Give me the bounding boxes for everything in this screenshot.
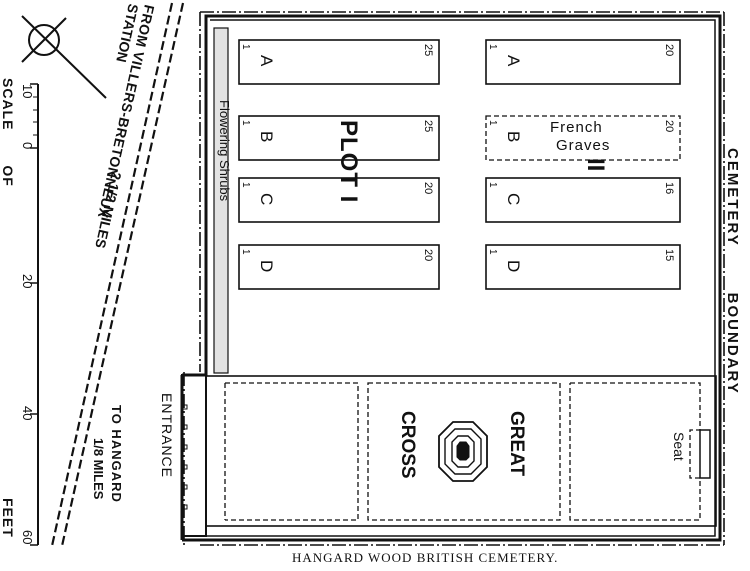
- scale-label: SCALE OF: [0, 78, 16, 187]
- plot-2-row-end: 16: [663, 182, 675, 194]
- plot-1-row-box: [238, 244, 440, 290]
- scale-bar: [30, 83, 39, 546]
- plot-2-row-a: A1 20: [485, 39, 681, 85]
- plot-2-row-box: [485, 244, 681, 290]
- plot-1-label: PLOT I: [335, 120, 362, 203]
- plot-1-row-c: C1 20: [238, 177, 440, 223]
- plot-1-row-start: 1: [240, 249, 251, 255]
- plot-2-row-letter: D: [504, 260, 523, 272]
- plot-1-row-box: [238, 39, 440, 85]
- scale-feet-label: FEET: [0, 498, 16, 538]
- scale-tick-40: 40: [20, 406, 35, 420]
- great-cross-label-1: GREAT: [506, 411, 527, 476]
- french-graves-label-1: French: [550, 119, 603, 136]
- plot-1-row-a: A1 25: [238, 39, 440, 85]
- plot-1-row-letter: D: [257, 260, 276, 272]
- north-arrow: [21, 15, 107, 99]
- plot-2-row-box: [485, 177, 681, 223]
- lawns: [224, 382, 701, 521]
- plot-1-row-b: B1 25: [238, 115, 440, 161]
- plot-2-row-d: D1 15: [485, 244, 681, 290]
- seat-label: Seat: [671, 432, 687, 461]
- plot-2-row-box: [485, 39, 681, 85]
- flowering-shrubs-label: Flowering Shrubs: [217, 100, 232, 202]
- scale-tick-0: 0: [20, 142, 35, 149]
- plot-1-row-box: [238, 177, 440, 223]
- plot-2-row-start: 1: [487, 249, 498, 255]
- seat: [699, 429, 711, 479]
- plot-1-row-letter: C: [257, 193, 276, 205]
- plot-1-row-letter: B: [257, 131, 276, 142]
- plot-1-row-start: 1: [240, 120, 251, 126]
- french-graves-label-2: Graves: [556, 137, 610, 154]
- plot-2-row-letter: B: [504, 131, 523, 142]
- plot-2-row-end: 20: [663, 120, 675, 132]
- plot-2-row-end: 15: [663, 249, 675, 261]
- scale-tick-20: 20: [20, 274, 35, 288]
- plot-1-row-end: 20: [422, 182, 434, 194]
- plot-2-row-end: 20: [663, 44, 675, 56]
- plot-1-row-end: 20: [422, 249, 434, 261]
- to-label-line1: TO HANGARD: [109, 405, 124, 503]
- approach-road: [50, 2, 185, 547]
- entrance: [181, 374, 207, 537]
- plot-2-label: II: [582, 158, 609, 171]
- plot-1-row-end: 25: [422, 44, 434, 56]
- plot-1-row-start: 1: [240, 182, 251, 188]
- caption: HANGARD WOOD BRITISH CEMETERY.: [292, 550, 558, 565]
- plot-2-row-start: 1: [487, 44, 498, 50]
- plot-2-row-box: [485, 115, 681, 161]
- scale-tick-60: 60: [20, 530, 35, 544]
- great-cross-label-2: CROSS: [397, 411, 418, 479]
- entrance-label: ENTRANCE: [159, 393, 175, 478]
- plot-2-row-letter: A: [504, 55, 523, 67]
- to-label-line2: 1/8 MILES: [91, 438, 106, 500]
- plot-2-row-start: 1: [487, 120, 498, 126]
- scale-tick-10: 10: [20, 84, 35, 98]
- plot-2-row-c: C1 16: [485, 177, 681, 223]
- plot-2-row-letter: C: [504, 193, 523, 205]
- plot-1-row-box: [238, 115, 440, 161]
- plot-2-row-b: B1 20: [485, 115, 681, 161]
- plot-1-row-d: D1 20: [238, 244, 440, 290]
- plot-1-row-letter: A: [257, 55, 276, 67]
- plot-2-row-start: 1: [487, 182, 498, 188]
- cemetery-boundary-label: CEMETERY BOUNDARY: [724, 148, 741, 395]
- great-cross: [438, 421, 488, 482]
- flowering-shrubs-bed: [213, 27, 229, 374]
- plot-1-row-end: 25: [422, 120, 434, 132]
- cemetery-boundary-line: [183, 11, 725, 546]
- plot-1-row-start: 1: [240, 44, 251, 50]
- cemetery-wall: [180, 14, 722, 542]
